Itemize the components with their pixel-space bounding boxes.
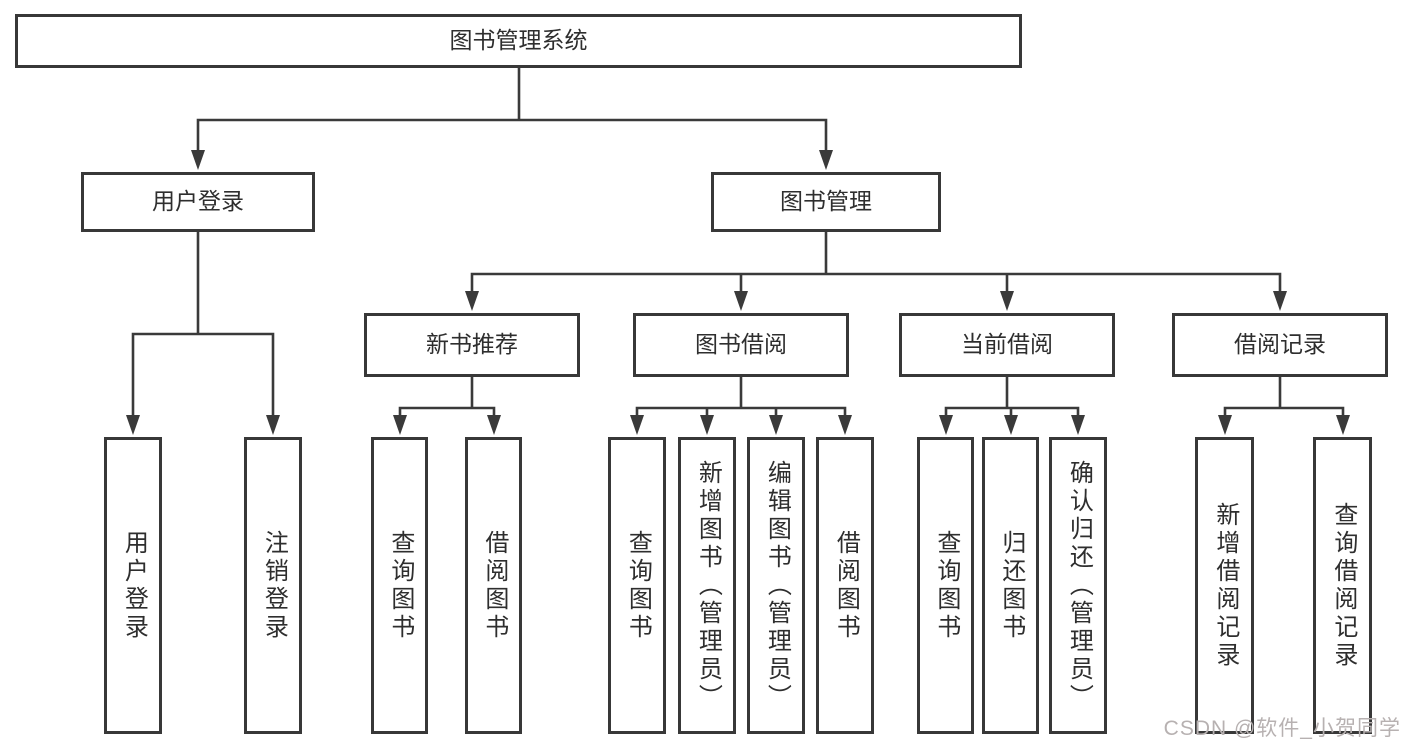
node-user-login: 用户登录 [81, 172, 315, 232]
leaf-query-books-recommend: 查询图书 [371, 437, 428, 734]
node-user-login-label: 用户登录 [152, 188, 244, 215]
node-book-borrow-label: 图书借阅 [695, 331, 787, 358]
leaf-add-borrow-record-label: 新增借阅记录 [1211, 501, 1239, 670]
node-new-book-recommend-label: 新书推荐 [426, 331, 518, 358]
leaf-add-books-admin: 新增图书（管理员） [678, 437, 736, 734]
leaf-query-borrow-record: 查询借阅记录 [1313, 437, 1372, 734]
leaf-query-books-recommend-label: 查询图书 [386, 529, 414, 642]
leaf-user-login: 用户登录 [104, 437, 162, 734]
node-book-management: 图书管理 [711, 172, 941, 232]
node-borrow-records: 借阅记录 [1172, 313, 1388, 377]
leaf-borrow-books-borrow: 借阅图书 [816, 437, 874, 734]
leaf-confirm-return-admin: 确认归还（管理员） [1049, 437, 1107, 734]
node-new-book-recommend: 新书推荐 [364, 313, 580, 377]
leaf-add-borrow-record: 新增借阅记录 [1195, 437, 1254, 734]
node-root: 图书管理系统 [15, 14, 1022, 68]
node-root-label: 图书管理系统 [449, 27, 588, 54]
leaf-query-books-current: 查询图书 [917, 437, 974, 734]
leaf-borrow-books-borrow-label: 借阅图书 [832, 529, 860, 642]
leaf-query-books-borrow: 查询图书 [608, 437, 666, 734]
leaf-query-books-borrow-label: 查询图书 [624, 529, 652, 642]
csdn-watermark: CSDN @软件_小贺同学 [1163, 717, 1401, 740]
leaf-borrow-books-recommend: 借阅图书 [465, 437, 522, 734]
leaf-query-books-current-label: 查询图书 [932, 529, 960, 642]
leaf-borrow-books-recommend-label: 借阅图书 [480, 529, 508, 642]
node-book-borrow: 图书借阅 [633, 313, 849, 377]
leaf-logout-label: 注销登录 [260, 529, 288, 642]
leaf-add-books-admin-label: 新增图书（管理员） [694, 459, 722, 712]
leaf-logout: 注销登录 [244, 437, 302, 734]
leaf-edit-books-admin: 编辑图书（管理员） [747, 437, 805, 734]
leaf-user-login-label: 用户登录 [120, 529, 148, 642]
leaf-edit-books-admin-label: 编辑图书（管理员） [763, 459, 791, 712]
leaf-query-borrow-record-label: 查询借阅记录 [1329, 501, 1357, 670]
leaf-return-books-label: 归还图书 [997, 529, 1025, 642]
leaf-return-books: 归还图书 [982, 437, 1039, 734]
node-book-management-label: 图书管理 [780, 188, 872, 215]
leaf-confirm-return-admin-label: 确认归还（管理员） [1065, 459, 1093, 712]
node-borrow-records-label: 借阅记录 [1234, 331, 1326, 358]
node-current-borrow-label: 当前借阅 [961, 331, 1053, 358]
node-current-borrow: 当前借阅 [899, 313, 1115, 377]
